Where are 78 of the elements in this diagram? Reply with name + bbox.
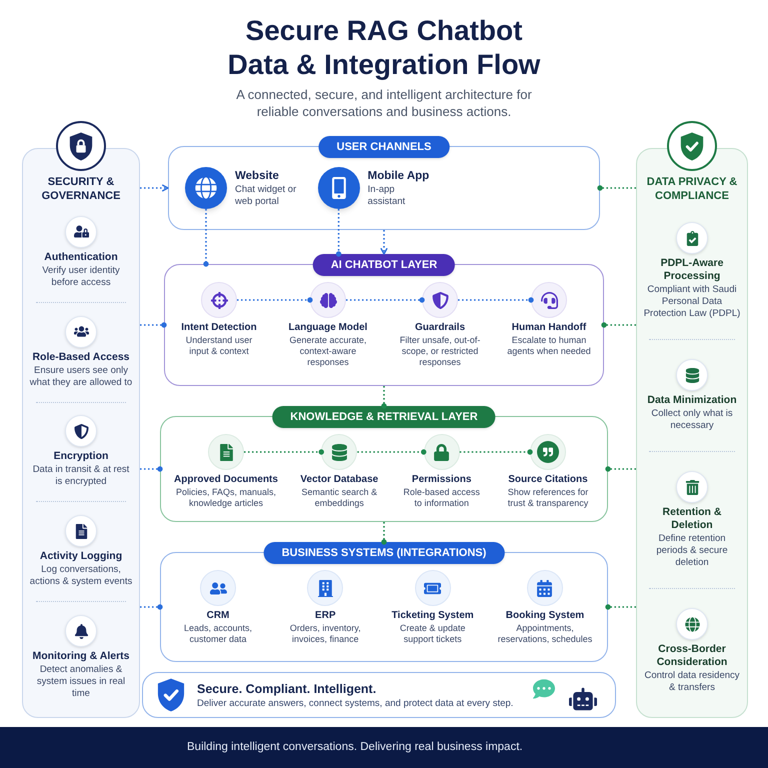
- item-description: Appointments, reservations, schedules: [496, 623, 594, 645]
- connector: [381, 386, 387, 409]
- item-description: Orders, inventory, invoices, finance: [288, 623, 362, 645]
- item-description: Log conversations, actions & system events: [29, 564, 133, 588]
- item-title: Ticketing System: [392, 610, 474, 622]
- item-description: Semantic search & embeddings: [300, 487, 378, 509]
- item-title: Data Minimization: [647, 394, 737, 407]
- connector: [140, 184, 169, 192]
- item-description: Leads, accounts, customer data: [182, 623, 254, 645]
- connector: [605, 466, 636, 472]
- item-title: Activity Logging: [40, 550, 122, 564]
- section-heading: USER CHANNELS: [318, 136, 450, 158]
- item-title: Cross-Border Consideration: [656, 643, 728, 669]
- connector: [346, 297, 425, 303]
- item-description: Create & update support tickets: [398, 623, 466, 645]
- item-title: Role-Based Access: [32, 350, 130, 364]
- connector: [380, 230, 388, 255]
- connector: [140, 604, 163, 610]
- item-title: Permissions: [412, 474, 472, 486]
- item-title: Authentication: [44, 250, 118, 264]
- banner-title: Secure. Compliant. Intelligent.: [197, 680, 378, 696]
- footer-tagline: Building intelligent conversations. Delivering real business impact.: [187, 740, 523, 755]
- item-description: Show references for trust & transparency: [506, 487, 590, 509]
- panel-heading: DATA PRIVACY & COMPLIANCE: [646, 175, 738, 203]
- connector: [597, 185, 636, 191]
- summary-banner: [142, 672, 616, 718]
- item-title: Monitoring & Alerts: [32, 650, 130, 664]
- item-description: Generate accurate, context-aware responses: [288, 335, 368, 368]
- item-description: Control data residency & transfers: [643, 670, 741, 694]
- item-description: Escalate to human agents when needed: [507, 335, 591, 357]
- item-title: Human Handoff: [512, 322, 586, 334]
- connector: [605, 604, 636, 610]
- item-description: Verify user identity before access: [41, 264, 121, 289]
- connector: [601, 322, 636, 328]
- connector: [203, 209, 209, 267]
- item-title: Approved Documents: [174, 474, 278, 486]
- section-heading: KNOWLEDGE & RETRIEVAL LAYER: [272, 406, 496, 428]
- item-title: Retention & Deletion: [662, 506, 722, 532]
- diagram-title: Secure RAG Chatbot Data & Integration Flow: [226, 14, 542, 82]
- item-description: Filter unsafe, out-of-scope, or restricted responses: [398, 335, 482, 368]
- connector: [336, 209, 342, 257]
- connector: [458, 297, 534, 303]
- item-description: Detect anomalies & system issues in real time: [36, 664, 126, 700]
- item-description: Ensure users see only what they are allowed to: [29, 364, 133, 389]
- item-description: Compliant with Saudi Personal Data Protection Law (PDPL): [643, 284, 741, 320]
- item-title: ERP: [315, 610, 336, 622]
- item-description: Data in transit & at rest is encrypted: [32, 464, 130, 488]
- connector: [140, 466, 163, 472]
- section-heading: BUSINESS SYSTEMS (INTEGRATIONS): [264, 542, 504, 564]
- connector: [357, 449, 426, 455]
- item-title: Guardrails: [414, 322, 466, 334]
- item-description: Policies, FAQs, manuals, knowledge articles: [174, 487, 278, 509]
- panel-heading: SECURITY & GOVERNANCE: [40, 175, 122, 203]
- item-description: Define retention periods & secure deletion: [655, 533, 729, 569]
- item-description: In-app assistant: [368, 184, 406, 208]
- item-title: Language Model: [288, 322, 368, 334]
- footer-bar: [0, 727, 768, 768]
- item-description: Collect only what is necessary: [650, 408, 734, 432]
- item-description: Understand user input & context: [184, 335, 254, 357]
- item-title: CRM: [206, 610, 230, 622]
- connector: [237, 297, 313, 303]
- item-title: Booking System: [506, 610, 584, 622]
- item-title: Intent Detection: [181, 322, 257, 334]
- item-description: Chat widget or web portal: [235, 184, 298, 208]
- connector: [460, 449, 533, 455]
- connector: [244, 449, 324, 455]
- item-title: Source Citations: [508, 474, 588, 486]
- banner-text: Deliver accurate answers, connect systems, and protect data at every step.: [197, 696, 514, 710]
- connector: [381, 522, 387, 545]
- item-title: PDPL-Aware Processing: [660, 257, 724, 283]
- item-title: Vector Database: [300, 474, 378, 486]
- item-title: Mobile App: [368, 168, 430, 182]
- item-title: Website: [235, 168, 280, 182]
- connector: [140, 322, 167, 328]
- subtitle: A connected, secure, and intelligent architecture for reliable conversations and business actions.: [235, 86, 533, 120]
- item-description: Role-based access to information: [402, 487, 481, 509]
- item-title: Encryption: [54, 450, 108, 464]
- section-heading: AI CHATBOT LAYER: [312, 254, 456, 276]
